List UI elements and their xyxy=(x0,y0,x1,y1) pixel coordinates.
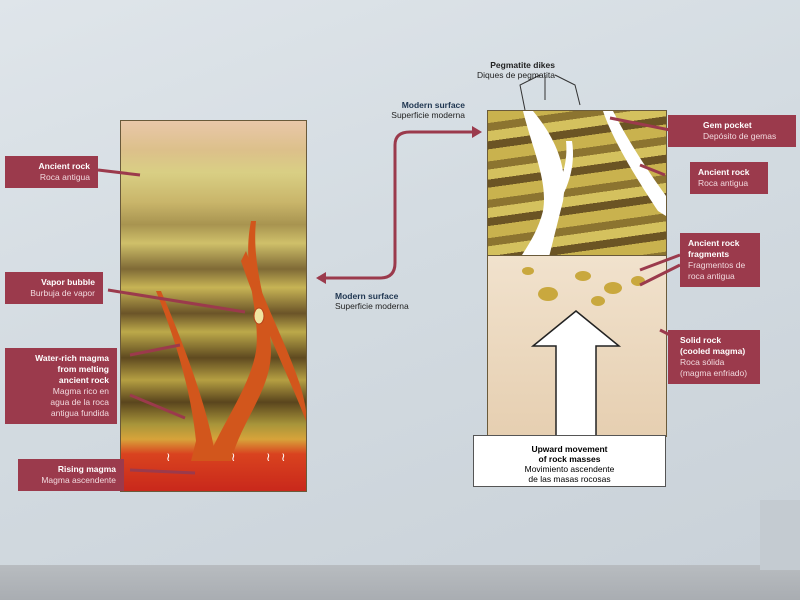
svg-text:≀: ≀ xyxy=(281,450,286,464)
svg-text:≀: ≀ xyxy=(266,450,271,464)
left-rock-column: ≀ ≀ ≀ ≀ xyxy=(120,120,307,492)
arrowhead-right-icon xyxy=(472,126,482,138)
right-rock-upper xyxy=(487,110,667,262)
upward-arrow-drawing xyxy=(522,267,645,436)
svg-text:≀: ≀ xyxy=(166,450,171,464)
svg-text:≀: ≀ xyxy=(231,450,236,464)
right-rock-lower xyxy=(487,255,667,437)
label-solid-rock: Solid rock(cooled magma) Roca sólida(mag… xyxy=(668,330,760,384)
arrowhead-left-icon xyxy=(316,272,326,284)
panel-edge xyxy=(760,500,800,570)
magma-channels: ≀ ≀ ≀ ≀ xyxy=(156,221,306,464)
pegmatite-dikes-drawing xyxy=(518,111,666,261)
floor xyxy=(0,565,800,600)
